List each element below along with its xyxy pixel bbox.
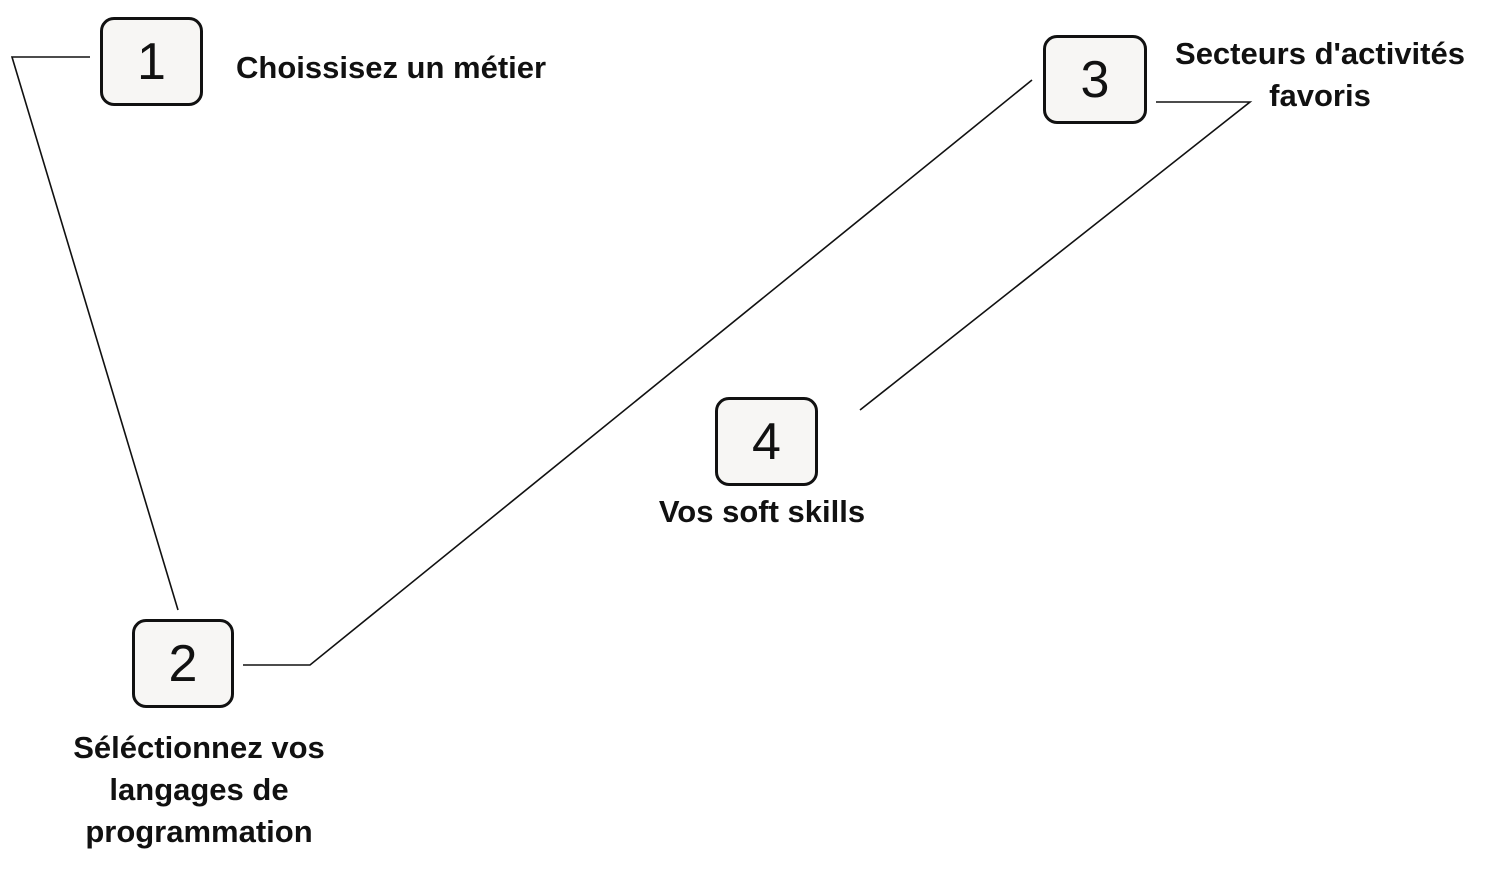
step-2-label-line: programmation xyxy=(85,814,313,849)
step-2-label: Séléctionnez vos langages de programmati… xyxy=(30,727,368,853)
step-1-number: 1 xyxy=(137,32,166,91)
step-1-label: Choissisez un métier xyxy=(236,50,547,85)
connector-step3-to-step4 xyxy=(859,101,1253,411)
step-2-label-line: Séléctionnez vos xyxy=(73,730,325,765)
step-1-box: 1 xyxy=(100,17,203,106)
step-4-label: Vos soft skills xyxy=(658,494,866,529)
step-2-box: 2 xyxy=(132,619,234,708)
step-2-number: 2 xyxy=(168,634,198,693)
step-3-label-line: favoris xyxy=(1269,78,1371,113)
step-4-number: 4 xyxy=(752,412,781,471)
step-3-label-line: Secteurs d'activités xyxy=(1175,36,1465,71)
connector-step1-to-step2 xyxy=(10,56,179,611)
step-3-number: 3 xyxy=(1080,50,1110,109)
step-2-label-line: langages de xyxy=(109,772,289,807)
step-3-box: 3 xyxy=(1043,35,1147,124)
step-4-box: 4 xyxy=(715,397,818,486)
step-3-label: Secteurs d'activités favoris xyxy=(1150,33,1490,117)
connector-step2-to-step3 xyxy=(243,79,1033,666)
